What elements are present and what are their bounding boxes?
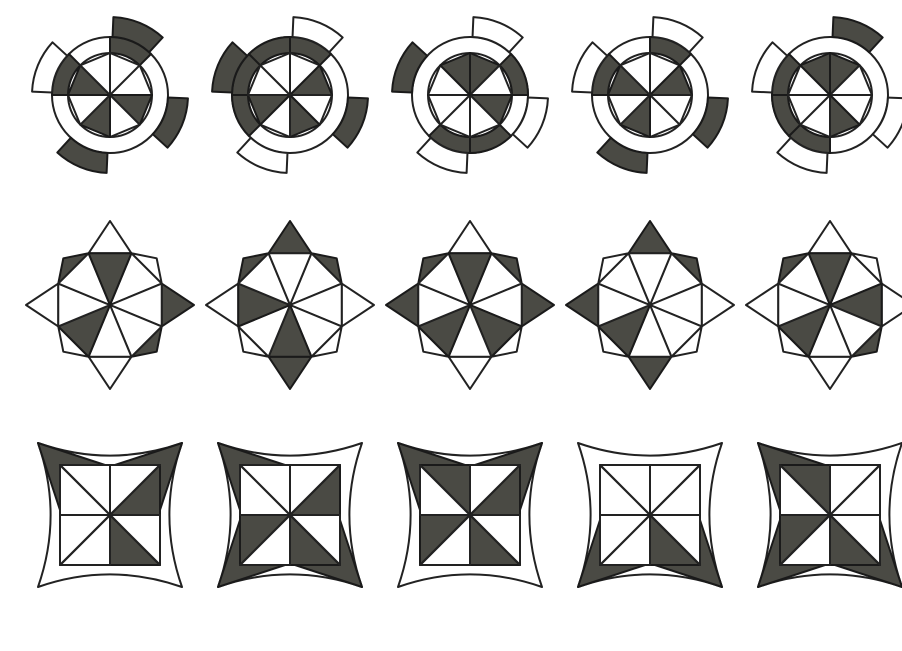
- pattern-panel-r1-c4: [572, 17, 728, 173]
- star-spike: [882, 284, 902, 327]
- star-spike: [809, 357, 852, 389]
- star-spike: [26, 284, 58, 327]
- star-spike: [629, 357, 672, 389]
- outer-blade: [693, 98, 728, 148]
- pattern-panel-r2-c1: [26, 221, 194, 389]
- outer-blade: [473, 17, 523, 52]
- outer-blade: [513, 98, 548, 148]
- row-square-patterns: [38, 443, 902, 587]
- star-spike: [162, 284, 194, 327]
- star-spike: [269, 357, 312, 389]
- pattern-panel-r1-c5: [752, 17, 902, 173]
- pattern-panel-r1-c2: [212, 17, 368, 173]
- pattern-panel-r3-c5: [758, 443, 902, 587]
- outer-blade: [392, 42, 427, 92]
- pattern-panel-r2-c2: [206, 221, 374, 389]
- outer-blade: [873, 98, 902, 148]
- pattern-panel-r3-c4: [578, 443, 722, 587]
- outer-blade: [833, 17, 883, 52]
- pattern-panel-r2-c3: [386, 221, 554, 389]
- star-spike: [809, 221, 852, 253]
- star-spike: [89, 357, 132, 389]
- row-star-patterns: [26, 221, 902, 389]
- pattern-panel-r3-c1: [38, 443, 182, 587]
- star-spike: [629, 221, 672, 253]
- pattern-panel-r1-c1: [32, 17, 188, 173]
- star-spike: [89, 221, 132, 253]
- pattern-panel-r3-c3: [398, 443, 542, 587]
- star-spike: [566, 284, 598, 327]
- star-spike: [206, 284, 238, 327]
- star-spike: [342, 284, 374, 327]
- pattern-panel-r1-c3: [392, 17, 548, 173]
- outer-blade: [153, 98, 188, 148]
- pattern-panel-r2-c5: [746, 221, 902, 389]
- star-spike: [522, 284, 554, 327]
- outer-blade: [333, 98, 368, 148]
- star-spike: [386, 284, 418, 327]
- outer-blade: [57, 138, 107, 173]
- star-spike: [269, 221, 312, 253]
- pattern-panel-r3-c2: [218, 443, 362, 587]
- star-spike: [449, 357, 492, 389]
- outer-blade: [237, 138, 287, 173]
- star-spike: [702, 284, 734, 327]
- row-wheel-patterns: [32, 17, 902, 173]
- outer-blade: [597, 138, 647, 173]
- pattern-panel-r2-c4: [566, 221, 734, 389]
- star-spike: [746, 284, 778, 327]
- star-spike: [449, 221, 492, 253]
